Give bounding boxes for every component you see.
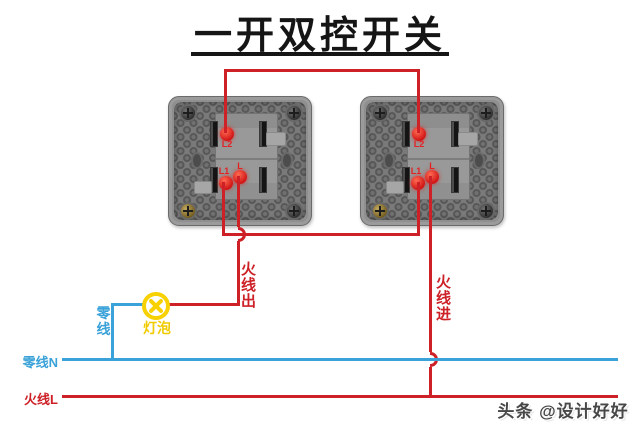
wire-l1-l1-horizontal — [222, 233, 420, 236]
mounting-hole — [191, 152, 203, 169]
mounting-clip — [386, 181, 404, 194]
wire-l1-right-vertical — [417, 182, 420, 236]
wire-neutral-horizontal — [111, 303, 143, 306]
neutral-label: 零线 — [96, 305, 111, 337]
switch-back-right: L2 L1 L — [360, 96, 504, 226]
screw-icon — [287, 204, 301, 218]
wire-hop-icon — [238, 227, 246, 242]
wire-live-in-upper — [429, 176, 432, 352]
title-underline — [191, 52, 449, 56]
live-line-label: 火线L — [24, 392, 58, 407]
live-out-label: 火线出 — [240, 261, 256, 310]
screw-icon — [479, 106, 493, 120]
wire-l1-left-vertical — [222, 182, 225, 236]
wire-live-out-lower — [237, 241, 240, 306]
bulb-icon — [142, 292, 170, 320]
neutral-main-line — [62, 358, 618, 361]
terminal-label-l: L — [429, 161, 435, 171]
terminal-slot — [210, 167, 218, 193]
mounting-hole — [281, 152, 293, 169]
screw-icon — [181, 204, 195, 218]
terminal-dot-l — [425, 170, 439, 184]
terminal-slot — [402, 121, 410, 147]
bulb-label: 灯泡 — [143, 320, 171, 336]
switch-back-left: L2 L1 L — [168, 96, 312, 226]
terminal-slot — [402, 167, 410, 193]
page-title: 一开双控开关 — [193, 15, 446, 57]
mounting-hole — [473, 152, 485, 169]
screw-icon — [373, 106, 387, 120]
mounting-hole — [383, 152, 395, 169]
live-main-line — [62, 395, 618, 398]
terminal-dot-l — [233, 170, 247, 184]
terminal-dot-l2 — [412, 127, 426, 141]
terminal-slot — [210, 121, 218, 147]
wire-live-in-lower — [429, 367, 432, 397]
screw-icon — [181, 106, 195, 120]
live-in-label: 火线进 — [435, 274, 451, 323]
mechanism-seam — [408, 158, 469, 160]
terminal-label-l2: L2 — [413, 139, 425, 149]
screw-icon — [373, 204, 387, 218]
mounting-clip — [458, 132, 478, 146]
screw-icon — [287, 106, 301, 120]
mounting-clip — [194, 181, 212, 194]
wire-l2-left-vertical — [224, 69, 227, 133]
wire-live-out-upper — [237, 176, 240, 227]
neutral-line-label: 零线N — [22, 355, 58, 370]
wire-l2-l2-horizontal — [224, 69, 420, 72]
wire-lamp-live-horizontal — [157, 303, 240, 306]
terminal-label-l: L — [237, 161, 243, 171]
wire-neutral-vertical — [111, 303, 114, 360]
terminal-slot — [259, 167, 267, 193]
screw-icon — [479, 204, 493, 218]
mounting-clip — [266, 132, 286, 146]
watermark: 头条 @设计好好 — [497, 402, 629, 421]
terminal-label-l1: L1 — [218, 166, 230, 176]
terminal-label-l2: L2 — [221, 139, 233, 149]
wire-l2-right-vertical — [417, 69, 420, 133]
mechanism-seam — [216, 158, 277, 160]
terminal-label-l1: L1 — [410, 166, 422, 176]
terminal-dot-l2 — [220, 127, 234, 141]
terminal-slot — [451, 167, 459, 193]
